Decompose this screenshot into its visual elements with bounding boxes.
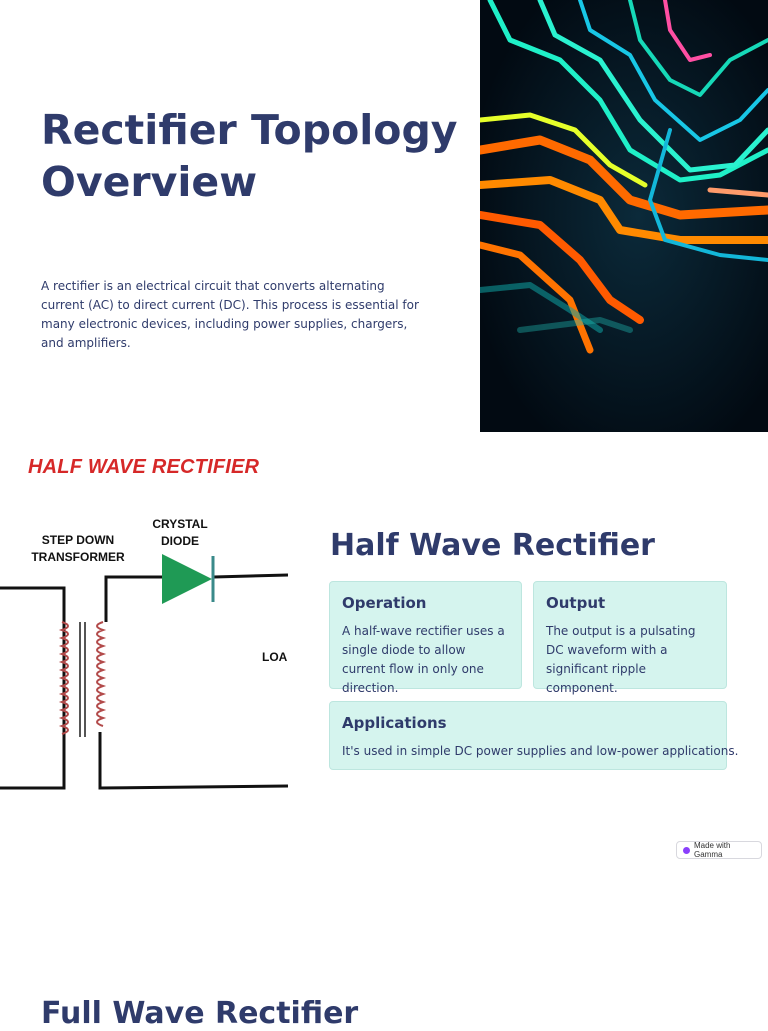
card-output: Output The output is a pulsating DC wave… — [533, 581, 727, 695]
slide-rectifier-overview: Rectifier Topology Overview A rectifier … — [0, 0, 768, 432]
section-heading: Full Wave Rectifier — [41, 996, 359, 1031]
circuit-schematic — [0, 554, 288, 790]
diagram-title: HALF WAVE RECTIFIER — [28, 456, 260, 478]
slide-half-wave-rectifier: HALF WAVE RECTIFIER STEP DOWN TRANSFORME… — [0, 432, 768, 864]
circuit-traces-image — [480, 0, 768, 432]
load-label: LOA — [262, 650, 288, 664]
slide-title: Rectifier Topology Overview — [41, 106, 458, 206]
diode-icon — [162, 554, 212, 604]
slide-full-wave-rectifier: Full Wave Rectifier — [0, 864, 768, 1031]
card-body: The output is a pulsating DC waveform wi… — [546, 624, 696, 695]
circuit-traces-graphic — [480, 0, 768, 432]
card-title: Operation — [342, 594, 427, 612]
diode-label: CRYSTAL DIODE — [152, 517, 208, 548]
badge-label: Made with Gamma — [693, 841, 731, 859]
card-title: Applications — [342, 714, 447, 732]
card-applications: Applications It's used in simple DC powe… — [329, 701, 739, 770]
transformer-label: STEP DOWN TRANSFORMER — [31, 533, 125, 564]
card-title: Output — [546, 594, 606, 612]
gamma-logo-icon — [683, 846, 690, 854]
slide-description: A rectifier is an electrical circuit tha… — [41, 279, 419, 350]
card-operation: Operation A half-wave rectifier uses a s… — [329, 581, 522, 695]
half-wave-circuit-diagram: HALF WAVE RECTIFIER STEP DOWN TRANSFORME… — [0, 432, 288, 864]
card-body: It's used in simple DC power supplies an… — [342, 744, 739, 758]
made-with-gamma-badge[interactable]: Made with Gamma — [676, 841, 762, 859]
card-body: A half-wave rectifier uses a single diod… — [342, 624, 505, 695]
section-heading: Half Wave Rectifier — [330, 528, 655, 563]
